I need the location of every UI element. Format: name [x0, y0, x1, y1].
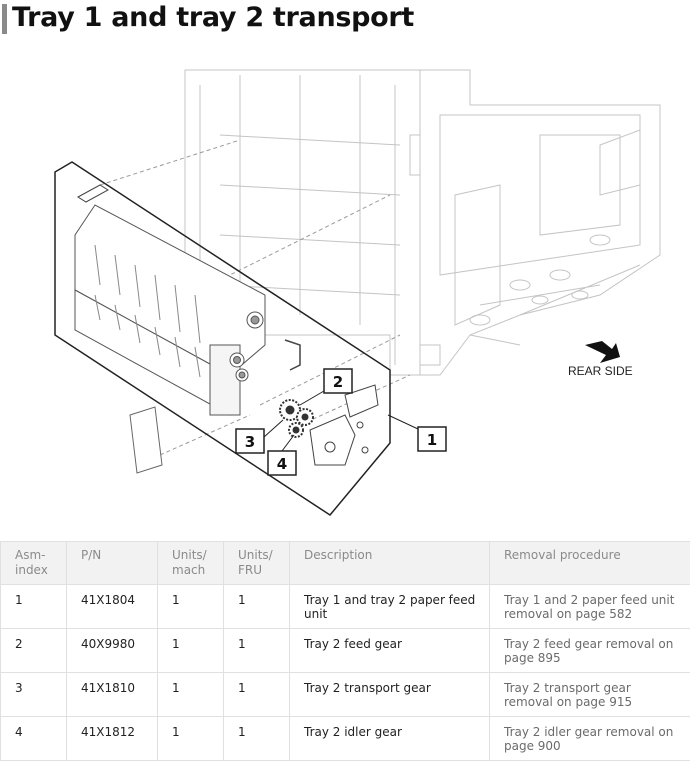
gear-cluster	[280, 400, 313, 437]
cell-description: Tray 2 feed gear	[290, 629, 490, 673]
title-accent-bar	[2, 4, 7, 34]
rear-side-arrow-icon	[585, 341, 620, 363]
cell-asm-index: 2	[1, 629, 67, 673]
table-header-row: Asm-index P/N Units/ mach Units/ FRU Des…	[1, 542, 690, 585]
callout-leader	[300, 391, 324, 405]
table-row: 4 41X1812 1 1 Tray 2 idler gear Tray 2 i…	[1, 717, 690, 761]
header-units-mach: Units/ mach	[158, 542, 224, 585]
table-row: 3 41X1810 1 1 Tray 2 transport gear Tray…	[1, 673, 690, 717]
cell-units-mach: 1	[158, 717, 224, 761]
cell-units-fru: 1	[224, 717, 290, 761]
header-units-fru: Units/ FRU	[224, 542, 290, 585]
cell-removal-link[interactable]: Tray 2 feed gear removal on page 895	[490, 629, 690, 673]
cell-units-mach: 1	[158, 673, 224, 717]
cell-removal-link[interactable]: Tray 1 and 2 paper feed unit removal on …	[490, 585, 690, 629]
cell-asm-index: 4	[1, 717, 67, 761]
cell-removal-link[interactable]: Tray 2 idler gear removal on page 900	[490, 717, 690, 761]
header-pn: P/N	[67, 542, 158, 585]
header-description: Description	[290, 542, 490, 585]
exploded-parts-diagram: REAR SIDE 1 2 3 4	[0, 45, 690, 525]
header-removal-procedure: Removal procedure	[490, 542, 690, 585]
title-bar: Tray 1 and tray 2 transport	[0, 0, 690, 40]
small-bracket-part	[78, 185, 108, 202]
cell-pn: 40X9980	[67, 629, 158, 673]
callout-1-label: 1	[427, 431, 437, 449]
callout-leader	[264, 420, 283, 437]
header-asm-index: Asm-index	[1, 542, 67, 585]
parts-table: Asm-index P/N Units/ mach Units/ FRU Des…	[0, 541, 690, 761]
callout-3-label: 3	[245, 433, 255, 451]
cell-pn: 41X1810	[67, 673, 158, 717]
cell-removal-link[interactable]: Tray 2 transport gear removal on page 91…	[490, 673, 690, 717]
cell-units-fru: 1	[224, 673, 290, 717]
callout-leader	[388, 415, 418, 429]
rear-side-label: REAR SIDE	[568, 364, 633, 378]
cell-pn: 41X1804	[67, 585, 158, 629]
cell-asm-index: 1	[1, 585, 67, 629]
cell-asm-index: 3	[1, 673, 67, 717]
cell-description: Tray 2 idler gear	[290, 717, 490, 761]
left-cover-part	[130, 407, 162, 473]
table-row: 2 40X9980 1 1 Tray 2 feed gear Tray 2 fe…	[1, 629, 690, 673]
cell-description: Tray 1 and tray 2 paper feed unit	[290, 585, 490, 629]
callout-4-label: 4	[277, 455, 287, 473]
cell-units-mach: 1	[158, 585, 224, 629]
cell-units-fru: 1	[224, 629, 290, 673]
cell-units-fru: 1	[224, 585, 290, 629]
callout-leader	[282, 435, 294, 451]
cell-units-mach: 1	[158, 629, 224, 673]
mounting-bracket-part	[310, 385, 378, 465]
callout-2-label: 2	[333, 373, 343, 391]
hook-bracket-part	[285, 340, 300, 370]
paper-feed-unit-illustration	[75, 205, 265, 415]
table-row: 1 41X1804 1 1 Tray 1 and tray 2 paper fe…	[1, 585, 690, 629]
cell-pn: 41X1812	[67, 717, 158, 761]
cell-description: Tray 2 transport gear	[290, 673, 490, 717]
page-title: Tray 1 and tray 2 transport	[12, 0, 414, 36]
